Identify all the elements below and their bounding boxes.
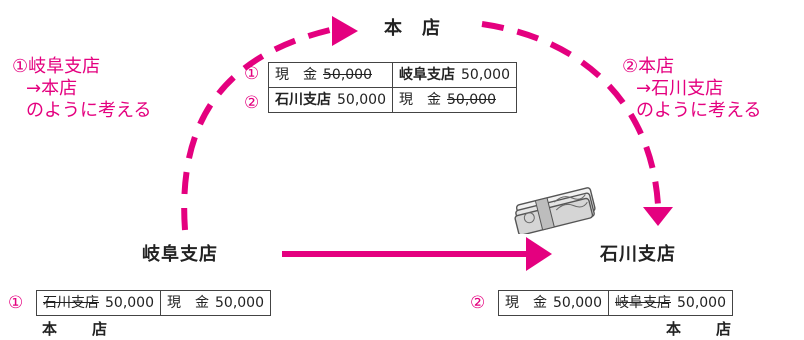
- head-entry-1-number: ①: [244, 64, 260, 84]
- head-entry-1-debit-amount: 50,000: [323, 67, 372, 83]
- gifu-entry-credit-amount: 50,000: [215, 295, 264, 311]
- ishikawa-entry-debit: 現 金 50,000: [498, 290, 609, 316]
- right-annotation-line-3: のように考える: [636, 100, 762, 121]
- ishikawa-journal-table: 現 金 50,000 岐阜支店 50,000: [498, 290, 733, 316]
- right-annotation: ②本店 →石川支店 のように考える: [622, 56, 761, 122]
- head-entry-2-number: ②: [244, 93, 260, 113]
- head-entry-2-row: 石川支店 50,000 現 金 50,000: [268, 87, 517, 113]
- gifu-entry-credit-account: 現 金: [167, 295, 209, 311]
- head-entry-1-credit-account: 岐阜支店: [399, 67, 455, 83]
- ishikawa-entry-number: ②: [470, 293, 486, 313]
- ishikawa-entry-credit: 岐阜支店 50,000: [608, 290, 733, 316]
- arrowhead-to-ishikawa-solid: [526, 237, 552, 271]
- ishikawa-entry-row: 現 金 50,000 岐阜支店 50,000: [498, 290, 733, 316]
- ishikawa-branch-label: 石川支店: [600, 244, 676, 265]
- gifu-entry-debit-amount: 50,000: [105, 295, 154, 311]
- ishikawa-entry-debit-account: 現 金: [505, 295, 547, 311]
- gifu-entry-number: ①: [8, 293, 24, 313]
- head-office-label: 本 店: [384, 18, 441, 39]
- right-annotation-line-2: →石川支店: [636, 78, 724, 99]
- head-entry-1-debit: 現 金 50,000: [268, 62, 393, 88]
- right-annotation-line-1: ②本店: [622, 56, 675, 77]
- gifu-entry-row: 石川支店 50,000 現 金 50,000: [36, 290, 271, 316]
- ishikawa-entry-credit-account: 岐阜支店: [615, 295, 671, 311]
- gifu-entry-credit: 現 金 50,000: [160, 290, 271, 316]
- arrowhead-to-head-office: [332, 16, 358, 46]
- head-office-journal-table: 現 金 50,000 岐阜支店 50,000 石川支店 50,000 現 金 50,00…: [268, 62, 517, 113]
- gifu-entry-debit: 石川支店 50,000: [36, 290, 161, 316]
- head-entry-1-credit-amount: 50,000: [461, 67, 510, 83]
- ishikawa-entry-credit-amount: 50,000: [677, 295, 726, 311]
- head-entry-2-debit: 石川支店 50,000: [268, 87, 393, 113]
- head-entry-1-row: 現 金 50,000 岐阜支店 50,000: [268, 62, 517, 88]
- money-bundle-icon: [514, 187, 596, 234]
- head-entry-1-debit-account: 現 金: [275, 67, 317, 83]
- gifu-entry-debit-account: 石川支店: [43, 295, 99, 311]
- head-entry-2-debit-account: 石川支店: [275, 92, 331, 108]
- gifu-branch-label: 岐阜支店: [142, 244, 218, 265]
- dashed-arc-head-to-ishikawa: [481, 21, 661, 206]
- gifu-journal-table: 石川支店 50,000 現 金 50,000: [36, 290, 271, 316]
- arrowhead-to-ishikawa: [643, 207, 673, 226]
- head-entry-2-credit: 現 金 50,000: [392, 87, 517, 113]
- left-annotation-line-3: のように考える: [26, 100, 152, 121]
- dashed-arc-gifu-to-head: [181, 27, 331, 231]
- head-entry-1-credit: 岐阜支店 50,000: [392, 62, 517, 88]
- left-annotation: ①岐阜支店 →本店 のように考える: [12, 56, 151, 122]
- ishikawa-entry-debit-amount: 50,000: [553, 295, 602, 311]
- gifu-entry-head-office-label: 本 店: [42, 320, 118, 338]
- head-entry-2-credit-amount: 50,000: [447, 92, 496, 108]
- head-entry-2-debit-amount: 50,000: [337, 92, 386, 108]
- ishikawa-entry-head-office-label: 本 店: [666, 320, 742, 338]
- left-annotation-line-1: ①岐阜支店: [12, 56, 101, 77]
- head-entry-2-credit-account: 現 金: [399, 92, 441, 108]
- left-annotation-line-2: →本店: [26, 78, 78, 99]
